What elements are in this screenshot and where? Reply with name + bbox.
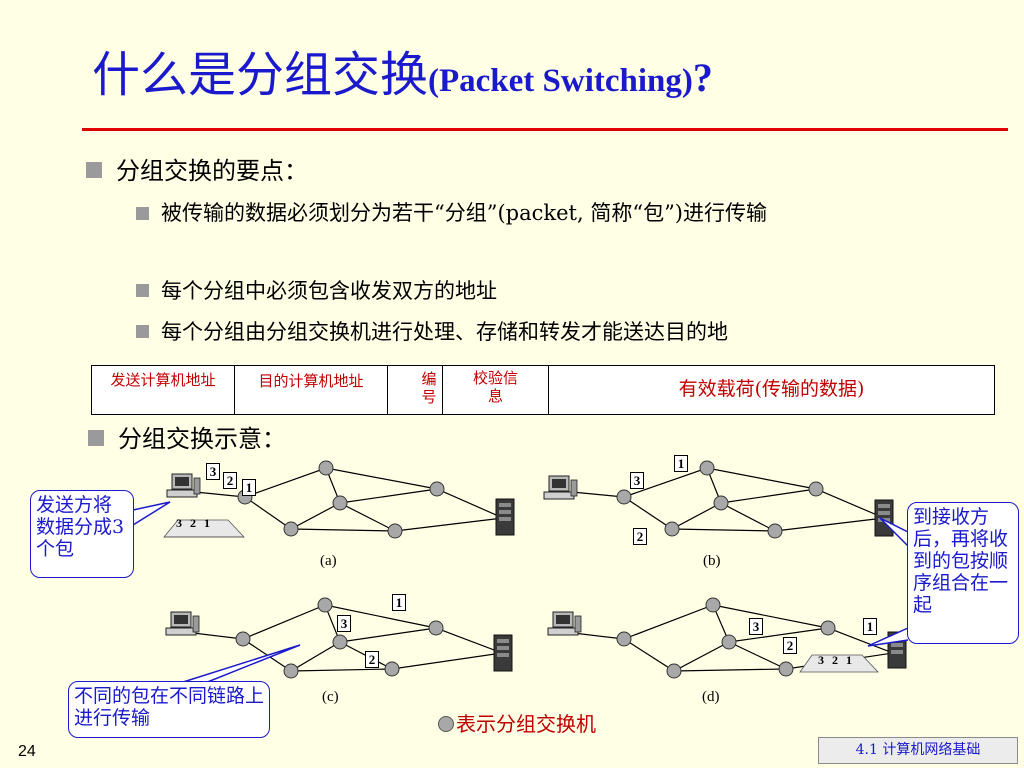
packet-queue-a: [163, 519, 245, 538]
square-bullet-icon: [88, 430, 104, 446]
switch-node-icon: [428, 620, 444, 636]
switch-node-icon: [429, 481, 445, 497]
bullet-sub-1: 被传输的数据必须划分为若干“分组”(packet, 简称“包”)进行传输: [136, 198, 996, 228]
queue-label: 3: [818, 653, 824, 667]
field-payload: 有效载荷(传输的数据): [678, 378, 865, 400]
switch-node-icon: [808, 481, 824, 497]
switch-node-icon: [283, 521, 299, 537]
field-sequence-number: 编号: [388, 366, 443, 414]
switch-node-icon: [438, 716, 454, 732]
packet-box: 3: [630, 472, 644, 489]
title-english: (Packet Switching): [428, 63, 693, 99]
sender-computer-icon: [166, 473, 201, 498]
callout-pointer: [879, 517, 909, 547]
field-destination-address: 目的计算机地址: [235, 366, 388, 414]
diagram-label-a: (a): [320, 553, 337, 569]
packet-queue-d: [799, 654, 879, 673]
bullet-main-2-text: 分组交换示意：: [118, 425, 286, 453]
bullet-main-1-text: 分组交换的要点：: [116, 157, 308, 185]
queue-label: 2: [190, 516, 196, 530]
queue-label: 1: [204, 516, 210, 530]
switch-node-icon: [332, 495, 348, 511]
sender-computer-icon: [165, 611, 200, 636]
switch-node-icon: [616, 631, 632, 647]
bullet-main-2: 分组交换示意：: [88, 424, 286, 454]
switch-node-icon: [318, 460, 334, 476]
callout-pointer: [179, 644, 301, 684]
packet-box: 2: [223, 472, 237, 489]
receiver-server-icon: [495, 498, 515, 536]
packet-box: 3: [206, 463, 220, 480]
packet-box: 1: [242, 479, 256, 496]
packet-box: 3: [749, 618, 763, 635]
switch-node-icon: [705, 597, 721, 613]
queue-label: 1: [846, 653, 852, 667]
packet-box: 1: [674, 455, 688, 472]
page-title: 什么是分组交换(Packet Switching)?: [92, 40, 713, 116]
legend-text: 表示分组交换机: [456, 712, 596, 736]
packet-box: 1: [392, 594, 406, 611]
callout-sender: 发送方将数据分成3个包: [30, 490, 134, 578]
switch-node-icon: [387, 523, 403, 539]
switch-node-icon: [721, 634, 737, 650]
footer-section-label: 4.1 计算机网络基础: [818, 737, 1018, 764]
packet-box: 2: [783, 637, 797, 654]
queue-label: 3: [176, 516, 182, 530]
packet-box: 2: [365, 651, 379, 668]
bullet-sub-2-text: 每个分组中必须包含收发双方的地址: [161, 279, 497, 303]
switch-node-icon: [616, 489, 632, 505]
slide-number: 24: [18, 743, 36, 760]
receiver-server-icon: [874, 499, 894, 537]
bullet-sub-1-text: 被传输的数据必须划分为若干“分组”(packet, 简称“包”)进行传输: [161, 201, 767, 225]
packet-box: 1: [863, 618, 877, 635]
switch-node-icon: [384, 661, 400, 677]
bullet-main-1: 分组交换的要点：: [86, 156, 308, 186]
switch-node-icon: [699, 460, 715, 476]
switch-legend: 表示分组交换机: [438, 708, 596, 737]
switch-node-icon: [283, 663, 299, 679]
packet-box: 3: [337, 615, 351, 632]
bullet-sub-3-text: 每个分组由分组交换机进行处理、存储和转发才能送达目的地: [161, 320, 728, 344]
switch-node-icon: [767, 523, 783, 539]
switch-node-icon: [332, 634, 348, 650]
callout-receiver: 到接收方后，再将收到的包按顺序组合在一起: [907, 502, 1019, 644]
receiver-server-icon: [493, 634, 513, 672]
square-bullet-icon: [136, 207, 149, 220]
bullet-sub-3: 每个分组由分组交换机进行处理、存储和转发才能送达目的地: [136, 317, 728, 347]
title-question-mark: ?: [692, 55, 713, 100]
square-bullet-icon: [136, 325, 149, 338]
callout-pointer: [132, 501, 171, 526]
title-divider: [82, 128, 1008, 131]
switch-node-icon: [778, 661, 794, 677]
title-main: 什么是分组交换: [92, 47, 429, 103]
field-source-address: 发送计算机地址: [92, 366, 235, 414]
switch-node-icon: [664, 521, 680, 537]
switch-node-icon: [317, 597, 333, 613]
field-checksum: 校验信息: [443, 366, 549, 414]
switch-node-icon: [820, 620, 836, 636]
sender-computer-icon: [547, 611, 582, 636]
switch-node-icon: [713, 495, 729, 511]
square-bullet-icon: [86, 162, 102, 178]
queue-label: 2: [832, 653, 838, 667]
diagram-label-b: (b): [703, 553, 721, 569]
square-bullet-icon: [136, 284, 149, 297]
switch-node-icon: [235, 631, 251, 647]
bullet-sub-2: 每个分组中必须包含收发双方的地址: [136, 276, 497, 306]
diagram-label-c: (c): [322, 689, 339, 705]
callout-pointer: [867, 627, 909, 647]
callout-different-paths: 不同的包在不同链路上进行传输: [68, 681, 270, 738]
sender-computer-icon: [543, 475, 578, 500]
packet-format-table: 发送计算机地址 目的计算机地址 编号 校验信息 有效载荷(传输的数据): [91, 365, 995, 415]
switch-node-icon: [666, 663, 682, 679]
diagram-label-d: (d): [702, 689, 720, 705]
packet-box: 2: [633, 528, 647, 545]
